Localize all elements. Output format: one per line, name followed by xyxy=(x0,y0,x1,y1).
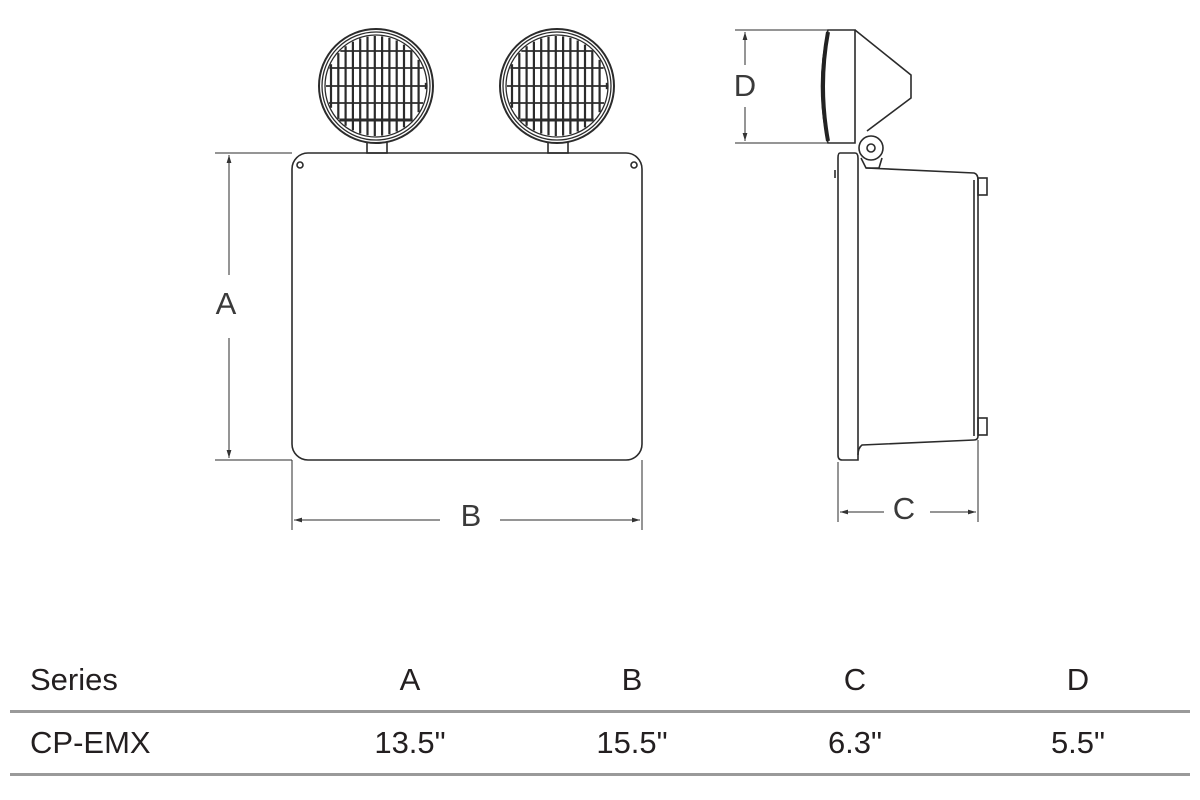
divider xyxy=(10,773,1190,776)
cell-d: 5.5" xyxy=(1050,725,1106,760)
table-header-row: Series A B C D xyxy=(10,650,1190,710)
lamp-head-left xyxy=(318,28,434,144)
header-d: D xyxy=(1066,662,1090,697)
header-b: B xyxy=(621,662,643,697)
header-series: Series xyxy=(30,662,118,697)
screw-icon xyxy=(630,161,638,169)
cell-b: 15.5" xyxy=(596,725,668,760)
cell-c: 6.3" xyxy=(827,725,883,760)
header-a: A xyxy=(399,662,421,697)
dimension-c xyxy=(837,440,979,522)
dimension-label-c: C xyxy=(893,491,915,526)
dimension-label-b: B xyxy=(461,498,482,533)
dimension-d xyxy=(735,29,828,144)
front-view xyxy=(291,28,643,461)
dimension-a xyxy=(215,152,292,461)
cell-a: 13.5" xyxy=(374,725,446,760)
housing-front xyxy=(291,152,643,461)
divider xyxy=(10,710,1190,713)
dimension-b xyxy=(291,460,643,530)
lamp-head-right xyxy=(499,28,615,144)
screw-icon xyxy=(296,161,304,169)
dimension-table: Series A B C D CP-EMX 13.5" 15.5" 6.3" 5… xyxy=(10,650,1190,776)
table-row: CP-EMX 13.5" 15.5" 6.3" 5.5" xyxy=(10,713,1190,773)
product-dimension-drawing: A B C D xyxy=(215,28,988,533)
side-view xyxy=(820,29,988,461)
cell-series: CP-EMX xyxy=(30,725,151,760)
dimension-label-a: A xyxy=(216,286,237,321)
header-c: C xyxy=(843,662,867,697)
dimension-label-d: D xyxy=(734,68,756,103)
